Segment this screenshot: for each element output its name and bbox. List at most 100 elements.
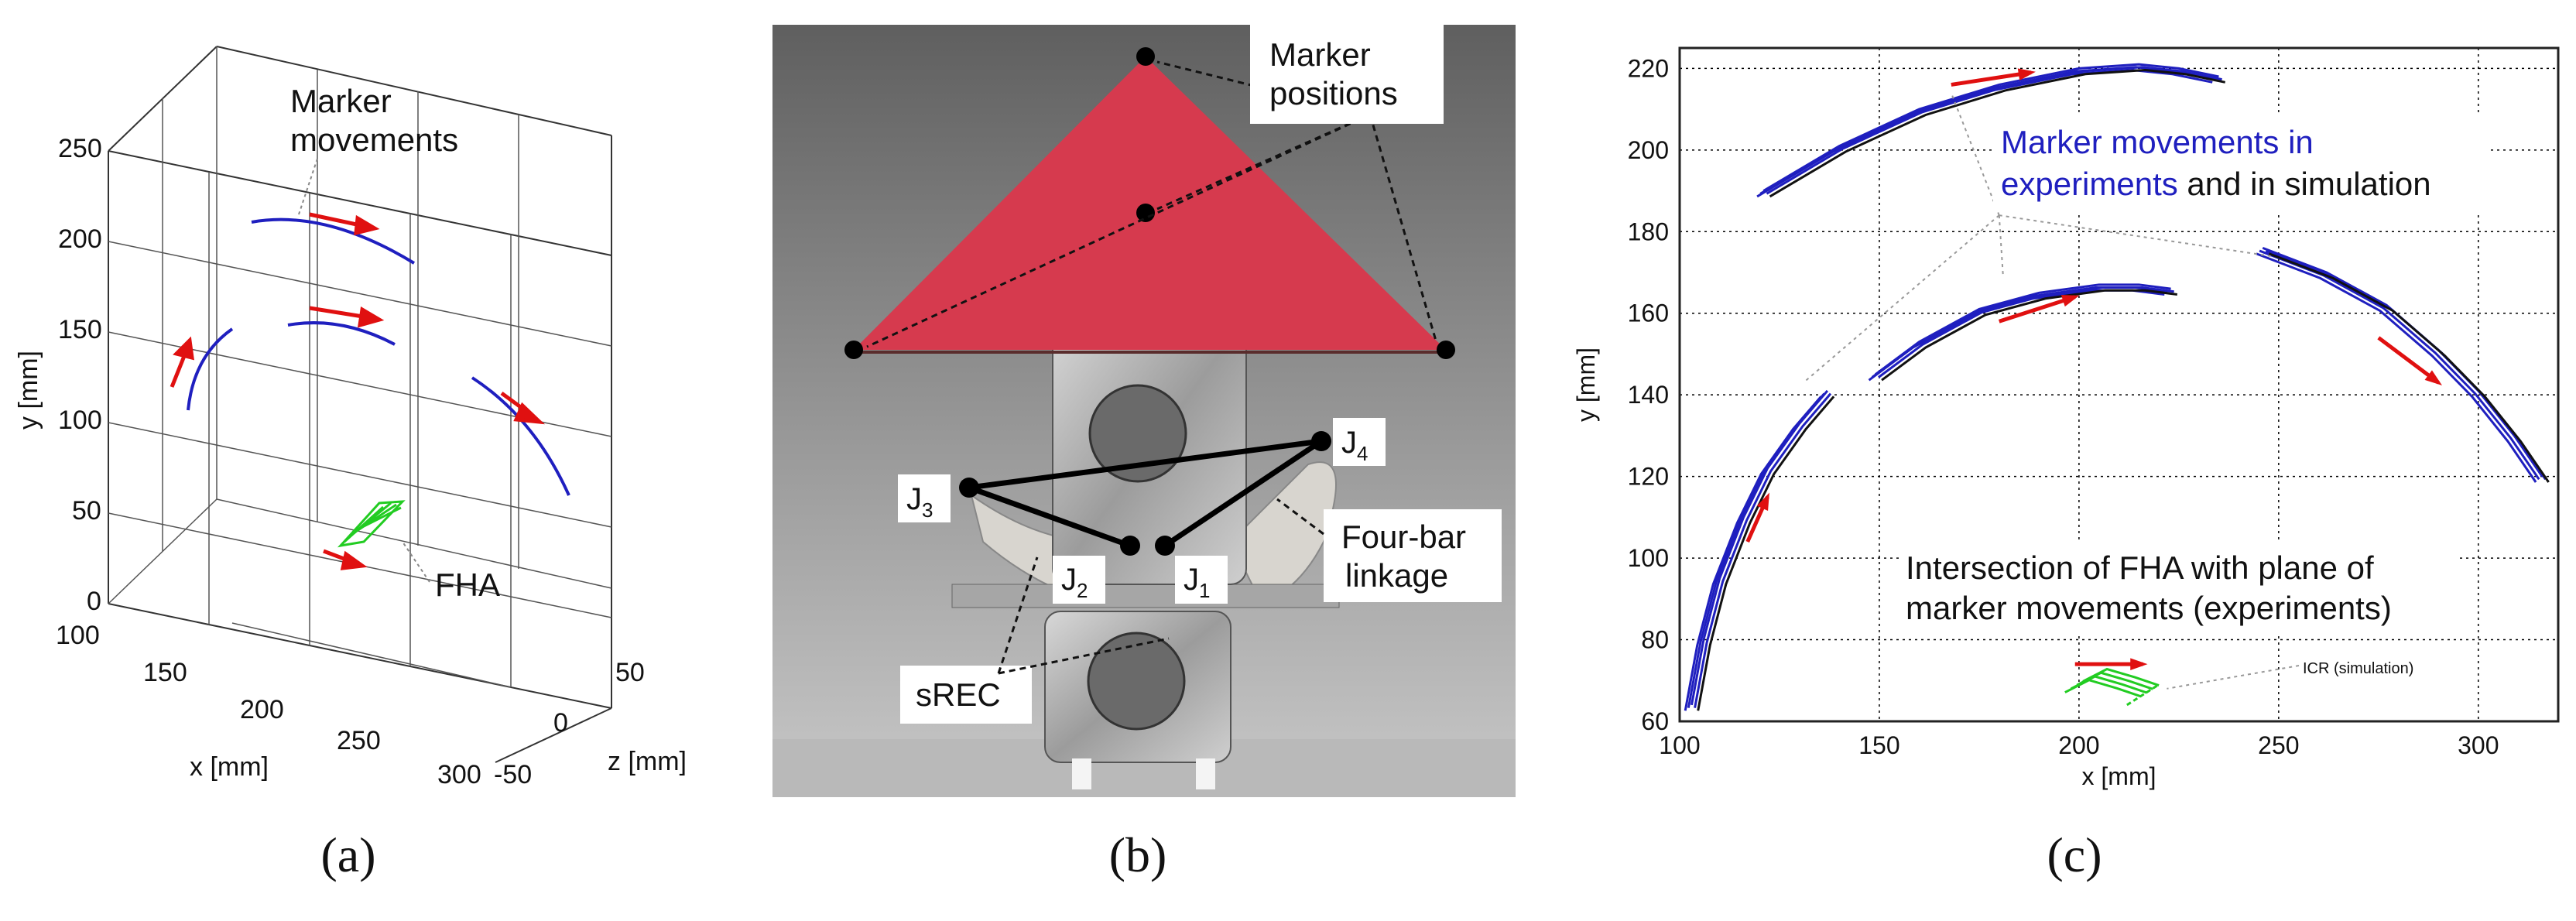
y-tick-50: 50 <box>72 496 101 526</box>
y-tick-label: 80 <box>1641 626 1669 654</box>
fha-intersection <box>2064 667 2160 698</box>
srec-leaders <box>997 498 1324 675</box>
annotation-fha: FHA <box>435 567 500 603</box>
series-0-trace <box>1762 63 2219 192</box>
panel-a-x-ticks: 100 150 200 250 300 <box>56 621 481 789</box>
direction-arrowhead-3 <box>2424 370 2443 385</box>
x-tick-label: 300 <box>2458 731 2499 759</box>
direction-arrow-0 <box>1951 70 2032 87</box>
annotation-marker-movements-line1: Marker <box>290 83 392 119</box>
joint-dots <box>959 431 1331 556</box>
panel-a-label: (a) <box>320 827 376 882</box>
marker-movement-series <box>1684 63 2550 711</box>
fha-label-line1: Intersection of FHA with plane of <box>1906 550 2374 586</box>
x-axis-label: x [mm] <box>2082 762 2156 790</box>
joint-j2 <box>1120 536 1140 556</box>
z-tick-50: 50 <box>615 658 645 687</box>
series-2-trace <box>1690 389 1829 706</box>
label-fourbar-line1: Four-bar <box>1341 519 1466 555</box>
y-tick-0: 0 <box>87 587 101 616</box>
z-axis-label: z [mm] <box>608 747 687 776</box>
lower-foot-left <box>1072 758 1091 789</box>
upper-hole <box>1088 384 1187 483</box>
panel-a-fha <box>337 500 406 548</box>
red-triangle <box>854 56 1446 350</box>
z-tick-minus50: -50 <box>494 760 532 789</box>
series-0-trace <box>1769 68 2226 198</box>
fha-trace-2 <box>2064 679 2142 698</box>
annotation-leaders <box>1803 92 2300 690</box>
y-tick-label: 140 <box>1628 381 1669 409</box>
y-tick-label: 60 <box>1641 707 1669 735</box>
direction-arrowhead-2 <box>1756 492 1769 511</box>
y-tick-150: 150 <box>58 315 102 344</box>
y-tick-100: 100 <box>58 406 102 435</box>
marker-path-middle <box>287 321 396 346</box>
legend-leader-0 <box>1950 92 2000 216</box>
panel-a-z-ticks: 50 0 -50 <box>494 658 645 789</box>
y-tick-250: 250 <box>58 134 102 163</box>
direction-arrowhead-0 <box>2017 68 2036 80</box>
direction-arrowhead-4 <box>2130 658 2148 671</box>
legend-leader-3 <box>1999 214 2271 257</box>
joint-j1 <box>1155 536 1175 556</box>
x-tick-100: 100 <box>56 621 100 650</box>
annotation-fha-leader <box>402 541 430 583</box>
y-tick-label: 160 <box>1628 300 1669 327</box>
z-tick-0: 0 <box>553 708 568 738</box>
label-j2: J2 <box>1061 563 1088 602</box>
label-srec: sREC <box>916 676 1001 713</box>
icr-simulation <box>2126 683 2160 707</box>
x-tick-150: 150 <box>143 658 187 687</box>
y-axis-label: y [mm] <box>14 351 43 430</box>
label-marker-line2: positions <box>1269 75 1398 111</box>
marker-dot-center <box>1136 204 1155 222</box>
x-tick-200: 200 <box>240 695 284 724</box>
direction-arrowhead-1 <box>2060 295 2080 307</box>
legend-box <box>1993 115 2489 211</box>
legend-leader-1 <box>1998 215 2004 277</box>
series-3-trace <box>2265 249 2547 481</box>
marker-path-right <box>471 376 570 496</box>
marker-dot-left <box>844 341 863 359</box>
x-tick-label: 100 <box>1659 731 1700 759</box>
fha-label-box <box>1900 540 2458 633</box>
legend-blue-line2: experiments and in simulation <box>2001 166 2431 202</box>
y-tick-label: 100 <box>1628 544 1669 572</box>
legend-leader-2 <box>1803 214 2000 384</box>
joint-j3 <box>959 478 979 498</box>
panel-a-z-axis-line <box>495 707 612 763</box>
marker-dot-right <box>1437 341 1455 359</box>
marker-path-top <box>251 217 416 265</box>
fha-label-line2: marker movements (experiments) <box>1906 590 2392 626</box>
marker-dot-top <box>1136 47 1155 66</box>
marker-dots <box>844 47 1455 359</box>
series-3-trace <box>2268 252 2550 483</box>
lower-hole <box>1087 632 1186 731</box>
x-tick-300: 300 <box>437 760 481 789</box>
direction-arrow-1 <box>1998 295 2076 324</box>
middle-plate <box>951 584 1340 608</box>
panel-b-photo: Marker positions J4 J3 J2 J1 Four-bar li… <box>772 23 1516 797</box>
y-tick-200: 200 <box>58 224 102 254</box>
x-tick-label: 200 <box>2058 731 2099 759</box>
panel-a-3d-plot: 250 200 150 100 50 0 y [mm] 100 150 200 … <box>14 46 687 789</box>
y-axis-label: y [mm] <box>1572 348 1600 422</box>
series-2-trace <box>1697 395 1835 711</box>
annotation-leader <box>297 158 318 217</box>
y-tick-label: 220 <box>1628 54 1669 82</box>
panel-a-marker-paths <box>187 217 570 496</box>
series-1-trace <box>1881 289 2178 382</box>
annotation-marker-movements-line2: movements <box>290 122 458 158</box>
panel-a-grid <box>108 46 612 688</box>
chart-frame <box>1678 46 2560 723</box>
y-tick-label: 180 <box>1628 217 1669 245</box>
series-0-trace <box>1766 66 2222 195</box>
label-j4: J4 <box>1341 426 1368 465</box>
lower-foot-right <box>1196 758 1215 789</box>
panel-a-y-ticks: 250 200 150 100 50 0 <box>58 134 102 616</box>
icr-label: ICR (simulation) <box>2303 660 2413 677</box>
